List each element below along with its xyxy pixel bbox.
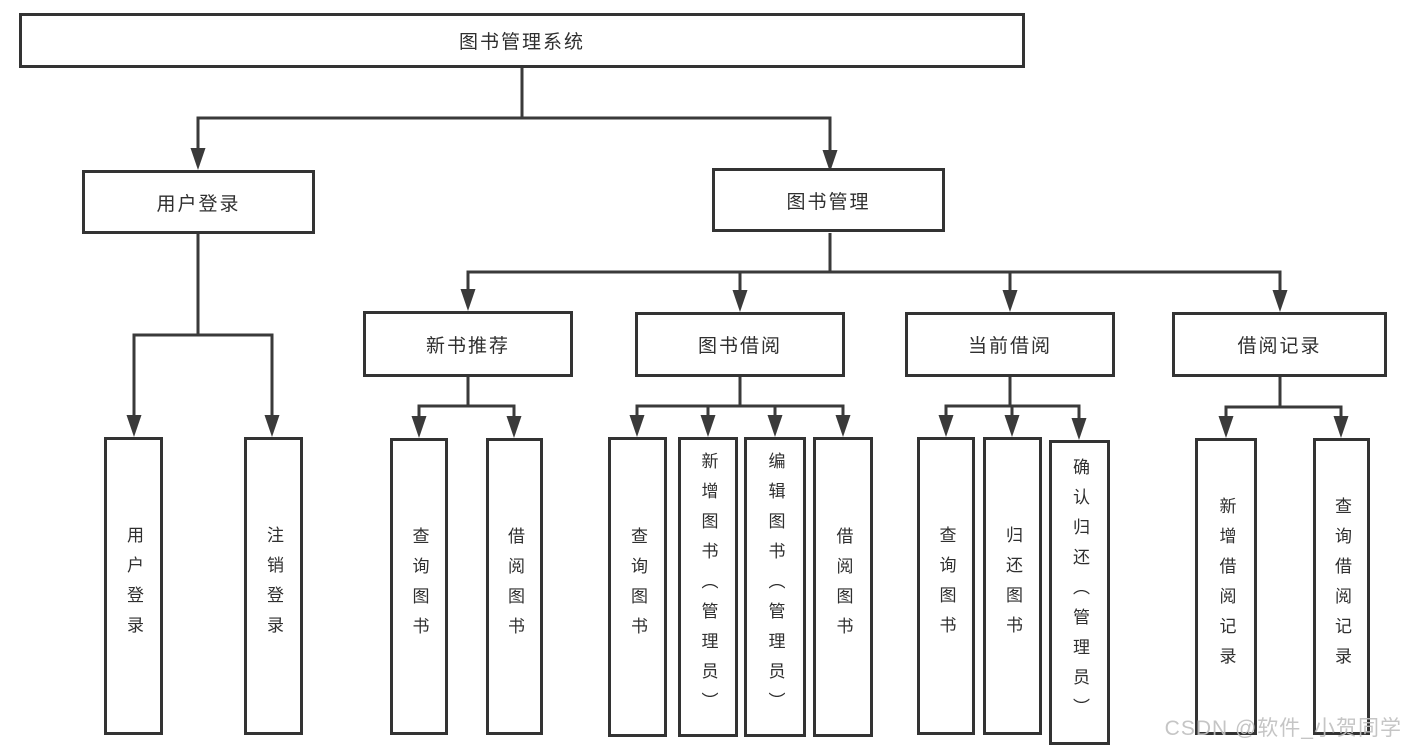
node-label: 查询图书 [409,526,429,647]
node-new-book-recommendation: 新书推荐 [363,311,573,377]
node-label: 借阅图书 [833,527,853,647]
leaf-current-query-books: 查询图书 [917,437,975,735]
leaf-borrow-borrow-books: 借阅图书 [813,437,873,737]
node-label: 图书管理 [786,191,871,213]
node-label: 新增图书（管理员） [698,452,718,722]
leaf-records-query-borrow-record: 查询借阅记录 [1313,438,1370,735]
node-label: 用户登录 [156,193,241,215]
node-label: 确认归还（管理员） [1070,457,1089,728]
node-label: 当前借阅 [967,336,1052,357]
node-label: 借阅图书 [505,526,524,647]
node-label: 查询借阅记录 [1332,496,1351,677]
node-label: 图书借阅 [697,336,782,357]
node-label: 借阅记录 [1237,336,1322,357]
node-label: 查询图书 [628,527,647,647]
leaf-current-confirm-return-admin: 确认归还（管理员） [1049,440,1110,745]
leaf-records-add-borrow-record: 新增借阅记录 [1195,438,1257,735]
node-borrowing-records: 借阅记录 [1172,312,1387,377]
leaf-user-login: 用户登录 [104,437,163,735]
node-label: 编辑图书（管理员） [765,452,785,722]
watermark: CSDN @软件_小贺同学 [1164,717,1402,740]
node-label: 注销登录 [264,526,283,646]
node-current-borrowing: 当前借阅 [905,312,1115,377]
node-user-login: 用户登录 [82,170,315,234]
node-book-borrowing: 图书借阅 [635,312,845,377]
node-label: 新增借阅记录 [1216,496,1236,677]
node-label: 新书推荐 [425,335,510,357]
node-library-management-system: 图书管理系统 [19,13,1025,68]
node-label: 图书管理系统 [458,32,585,53]
node-label: 归还图书 [1003,526,1022,646]
leaf-borrow-query-books: 查询图书 [608,437,667,737]
leaf-recommend-query-books: 查询图书 [390,438,448,735]
leaf-recommend-borrow-books: 借阅图书 [486,438,543,735]
leaf-borrow-add-books-admin: 新增图书（管理员） [678,437,738,737]
leaf-logout-login: 注销登录 [244,437,303,735]
node-label: 用户登录 [124,526,143,646]
leaf-borrow-edit-books-admin: 编辑图书（管理员） [744,437,806,737]
node-label: 查询图书 [936,526,956,646]
node-book-management: 图书管理 [712,168,945,232]
leaf-current-return-books: 归还图书 [983,437,1042,735]
